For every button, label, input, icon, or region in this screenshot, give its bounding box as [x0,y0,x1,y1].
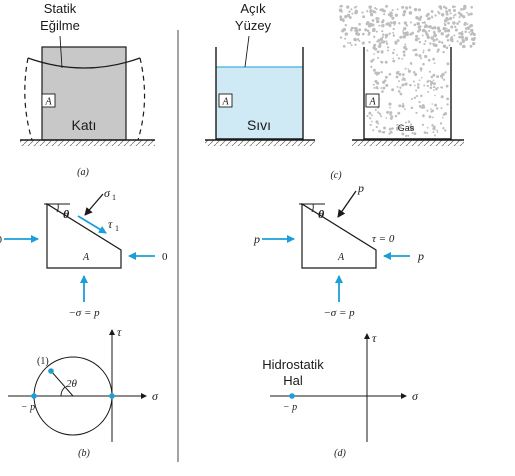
right-p-label: p [417,249,424,263]
element-a-label-gas: A [368,97,376,108]
deflected-right-side [137,57,146,141]
deflected-left-side [24,57,33,141]
theta-arc-fluid [311,203,314,213]
static-label-leader [59,35,63,69]
tau-zero-label: τ = 0 [372,233,395,245]
wedge-fluid [301,202,377,269]
gas-label: Gas [398,123,415,133]
element-a-label: A [44,97,52,108]
liquid-container [215,47,304,140]
element-solid-stress [4,193,155,302]
left-p-label: p [253,232,260,246]
minus-p-marker-b [31,393,37,399]
ground-c [205,140,315,146]
two-theta-arc [60,386,66,397]
ground-c-gas [352,140,464,146]
mohr-circle-solid [8,329,147,442]
open-surface-leader [244,35,250,68]
element-a-box-liquid [218,93,233,108]
static-deflection-label-1: Statik [44,1,77,16]
static-deflection-label-2: Eğilme [40,18,80,33]
static-deflection-curve [27,57,141,69]
sigma-axis-label-d: σ [412,389,419,403]
mohr-radius [50,370,74,397]
hydrostatic-label-2: Hal [283,373,303,388]
bottom-stress-label-fluid: −σ = p [323,307,355,319]
gas-container [363,47,452,140]
theta-label-solid: θ [63,207,70,221]
element-a-label-b: A [82,252,90,263]
tau-axis-label-d: τ [372,331,377,345]
element-a-box-gas [365,93,380,108]
element-a-label-liquid: A [221,97,229,108]
theta-arc-solid [56,203,59,213]
tau1-arrow [77,215,107,234]
point-1-marker [48,368,54,374]
p-label-normal: p [357,181,364,195]
two-theta-label: 2θ [66,378,78,390]
element-a-box [41,93,56,108]
right-zero-label: 0 [162,251,168,263]
caption-b: (b) [78,448,90,459]
solid-label: Katı [72,117,97,133]
ground-a [20,140,155,146]
gas-particles [338,4,476,138]
caption-c: (c) [330,170,342,181]
tau-axis-label-b: τ [117,325,122,339]
bottom-stress-label-solid: −σ = p [68,307,100,319]
minus-p-label-b: − p [21,402,35,413]
point-1-label: (1) [37,356,49,367]
sigma1-arrow [84,193,104,216]
caption-a: (a) [77,167,89,178]
p-arrow-normal [337,190,357,218]
minus-p-label-d: − p [283,402,297,413]
sigma-axis-label-b: σ [152,389,159,403]
hydrostatic-label-1: Hidrostatik [262,357,324,372]
origin-marker-b [109,393,115,399]
sigma1-label: σ [104,186,111,200]
panel-c-gas [338,4,476,146]
caption-d: (d) [334,448,346,459]
theta-label-fluid: θ [318,207,325,221]
tau1-label: τ [108,217,113,231]
liquid-label: Sıvı [247,117,271,133]
element-fluid-stress [262,190,410,302]
sigma1-sub: 1 [112,193,116,202]
open-surface-label-2: Yüzey [235,18,272,33]
open-surface-label-1: Açık [240,1,266,16]
left-zero-label: 0 [0,234,3,246]
panel-a-solid [20,35,155,146]
wedge-solid [46,202,122,269]
panel-c-liquid [205,35,315,146]
tau1-sub: 1 [115,224,119,233]
hydrostatic-point-marker [289,393,295,399]
mohr-hydrostatic [270,333,407,442]
element-a-label-d: A [337,252,345,263]
